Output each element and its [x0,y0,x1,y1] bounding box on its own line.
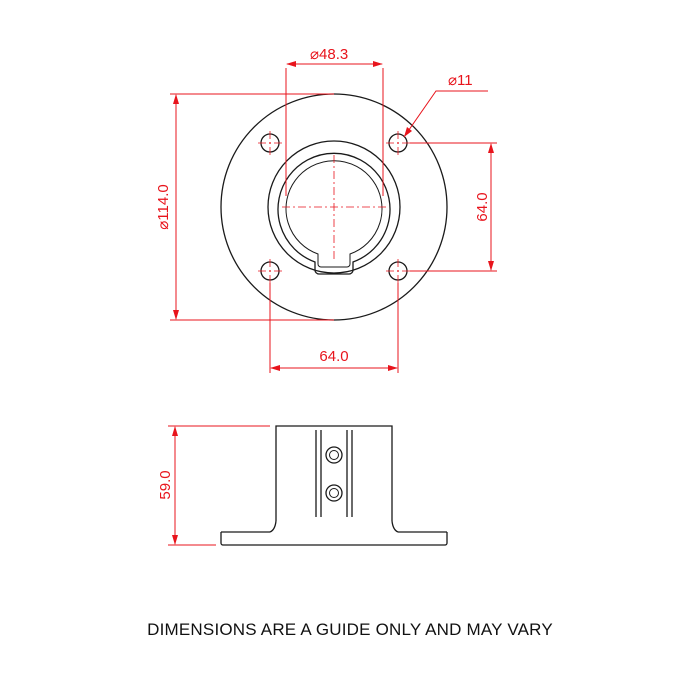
bore-inner-outline [285,160,383,268]
horizontal-spacing-label: 64.0 [319,348,348,365]
hole-diameter-label: ⌀11 [448,72,473,89]
collar-outline [267,140,401,274]
base-plate-outline [220,532,448,546]
side-view: 59.0 [157,425,448,546]
vertical-spacing-label: 64.0 [474,192,491,221]
plan-view: ⌀48.3 ⌀11 ⌀114.0 64.0 64.0 [155,46,497,373]
bore-diameter-label: ⌀48.3 [310,46,348,63]
flange-diameter-label: ⌀114.0 [155,184,172,229]
disclaimer-note: DIMENSIONS ARE A GUIDE ONLY AND MAY VARY [147,620,553,639]
collar-body-outline [275,425,393,521]
grub-screw-upper [325,446,343,464]
height-label: 59.0 [157,470,174,499]
grub-screw-lower [325,484,343,502]
bore-outline [277,152,391,275]
